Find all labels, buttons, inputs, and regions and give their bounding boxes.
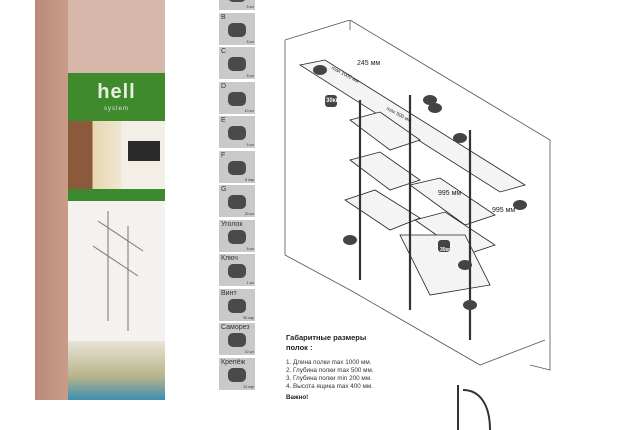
part-label: Саморез [221,324,250,331]
part-icon [228,298,246,313]
part-qty: 5 шт [246,143,254,147]
part-icon [228,57,246,71]
part-label: C [221,48,227,55]
assembly-diagram [284,20,551,371]
part-qty: 5 шт [246,5,254,9]
part-icon [228,195,246,209]
part-tile: C 8 шт [219,47,255,79]
part-qty: 24 пар [243,384,254,389]
part-icon [228,160,246,175]
part-tile: 5 шт [219,0,255,10]
detail-illustration [457,385,491,430]
part-icon [228,264,246,278]
part-label: F [221,151,226,159]
part-qty: 10 шт [244,350,254,354]
part-tile: Винт 50 пар [219,288,255,321]
part-label: Ключ [221,255,238,262]
part-label: E [221,117,226,124]
part-label: Винт [221,289,237,297]
part-icon [228,22,246,37]
part-tile: Уголок 8 шт [219,219,255,252]
spec-item: 2. Глубина полки max 500 мм. [286,367,374,374]
part-label: Крепёж [221,358,246,366]
box-side [35,0,68,400]
part-icon [228,126,246,140]
part-tile: Крепёж 24 пар [219,357,255,390]
part-tile: G 20 шт [219,185,255,217]
logo-band: hell system [68,73,165,121]
part-icon [228,229,246,244]
weight-label: 30кг [326,98,339,104]
bathroom-photo [68,341,165,400]
part-qty: 8 пар [245,177,254,182]
spec-item: 4. Высота ящика max 400 мм. [286,383,373,390]
part-label: D [221,82,227,90]
dim-height-mid: 995 мм [438,190,462,197]
part-qty: 50 пар [243,315,254,320]
dim-spacing: 245 мм [357,60,381,67]
brand-logo: hell [97,81,136,103]
warning-heading: Важно! [286,394,309,401]
specs-title: Габаритные размеры полок : [286,333,367,352]
description-band [68,189,165,201]
part-qty: 5 шт [246,39,254,44]
part-qty: 10 шт [244,108,254,113]
brand-logo-sub: system [103,106,129,112]
part-qty: 1 шт [246,281,254,285]
part-icon [228,0,246,2]
weight-label-2: 30кг [440,247,451,253]
part-tile: F 8 пар [219,150,255,183]
part-icon [228,367,246,382]
part-qty: 8 шт [246,74,254,78]
part-label: Уголок [221,220,243,228]
part-tile: Ключ 1 шт [219,254,255,286]
spec-item: 3. Глубина полки min 200 мм. [286,375,372,382]
box-diagram [68,201,165,341]
specs-list: 1. Длина полки max 1000 мм. 2. Глубина п… [286,359,374,391]
part-tile: D 10 шт [219,81,255,114]
dim-height-right: 995 мм [492,207,516,214]
part-icon [228,91,246,106]
part-tile: Саморез 10 шт [219,323,255,355]
part-label: B [221,13,226,21]
product-box: hell system [35,0,165,400]
interior-photo [68,121,165,189]
part-icon [228,333,246,347]
part-tile: B 5 шт [219,12,255,45]
part-qty: 20 шт [244,212,254,216]
part-label: G [221,186,227,193]
part-qty: 8 шт [246,246,254,251]
spec-item: 1. Длина полки max 1000 мм. [286,359,372,366]
part-tile: E 5 шт [219,116,255,148]
